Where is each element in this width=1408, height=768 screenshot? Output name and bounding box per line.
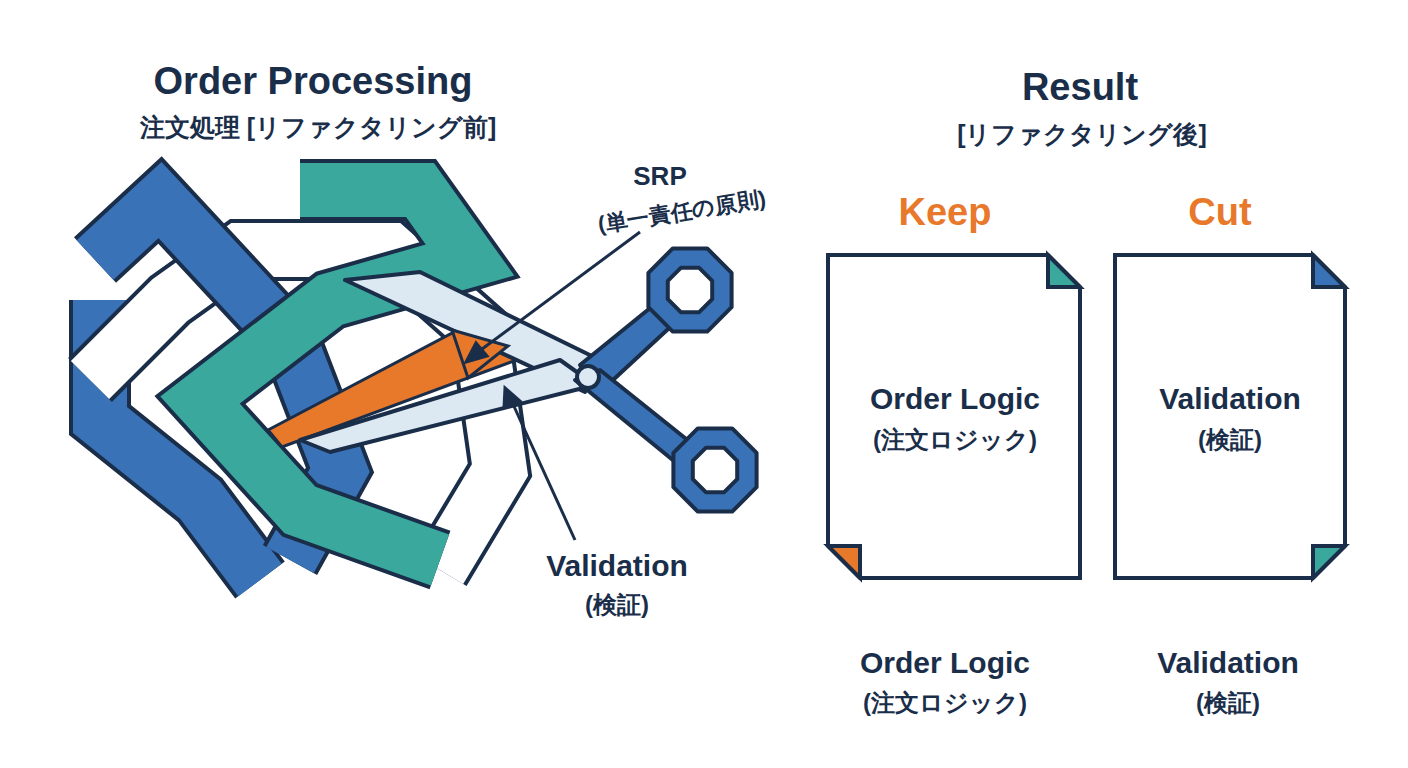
corner-fold xyxy=(1048,255,1080,287)
document-card: CutValidation (検証) Validation (検証) xyxy=(1105,180,1355,730)
doc-subtitle: (検証) xyxy=(1198,427,1262,453)
scissors xyxy=(300,248,757,511)
section-title: Result xyxy=(1022,67,1138,109)
doc-subtitle: (注文ロジック) xyxy=(873,427,1037,453)
corner-fold xyxy=(1313,255,1345,287)
doc-title: Validation xyxy=(1159,382,1301,415)
caption: Validation xyxy=(1157,646,1299,679)
document-outline xyxy=(1115,255,1345,578)
cut-heading: Cut xyxy=(1188,192,1251,234)
corner-fold xyxy=(1313,546,1345,578)
callout-note: (検証) xyxy=(585,592,649,618)
callout-label: SRP xyxy=(633,162,686,191)
subtitle: 注文処理 [リファクタリング前] xyxy=(140,114,497,142)
leader-lines xyxy=(466,232,640,540)
doc-title: Order Logic xyxy=(870,382,1040,415)
document-outline xyxy=(828,255,1080,578)
callout-note: (単一責任の原則) xyxy=(596,187,767,237)
keep-heading: Keep xyxy=(899,192,992,234)
caption: (検証) xyxy=(1196,690,1260,716)
corner-fold xyxy=(828,546,860,578)
caption: Order Logic xyxy=(860,646,1030,679)
caption: (注文ロジック) xyxy=(863,690,1027,716)
subtitle: [リファクタリング後] xyxy=(957,121,1207,149)
document-card: KeepOrder Logic (注文ロジック) Order Logic (注文ロジッ… xyxy=(820,180,1090,730)
callout-label: Validation xyxy=(546,549,688,582)
diagram-title: Order Processing xyxy=(154,61,473,103)
